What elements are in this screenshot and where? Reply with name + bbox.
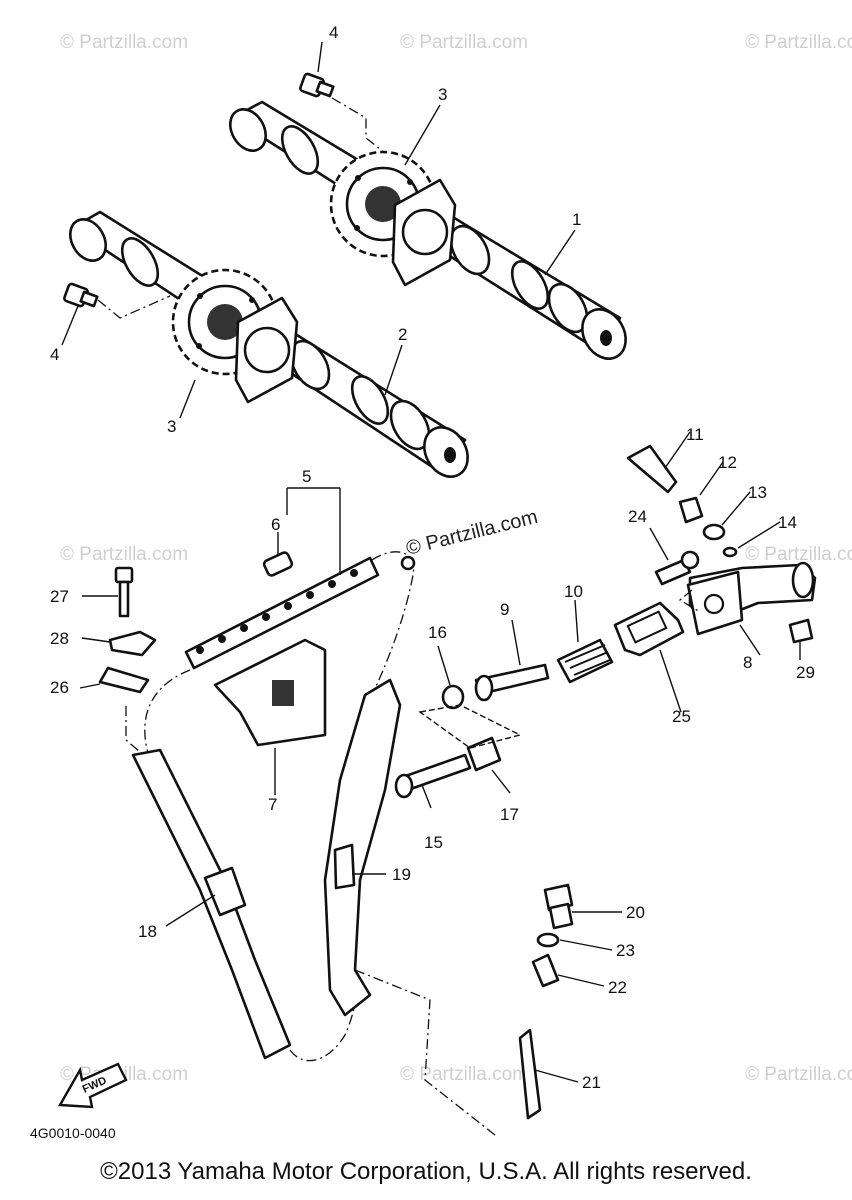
chain-guide-top — [213, 638, 327, 747]
cam-flange-upper — [391, 178, 457, 287]
callout-23: 23 — [616, 941, 635, 960]
cam-chain — [184, 556, 380, 670]
callout-15: 15 — [424, 833, 443, 852]
watermark: © Partzilla.com — [400, 1064, 528, 1085]
chain-master-link — [262, 551, 294, 577]
watermark-main: © Partzilla.com — [404, 506, 540, 560]
callout-4-lower: 4 — [50, 345, 59, 364]
callout-18: 18 — [138, 922, 157, 941]
nut-29 — [788, 618, 814, 644]
callout-4-upper: 4 — [329, 23, 338, 42]
callout-21: 21 — [582, 1073, 601, 1092]
leader-lines — [61, 41, 801, 1083]
nut-16 — [441, 684, 465, 710]
washer-23 — [536, 932, 560, 948]
bolt-11 — [626, 444, 678, 494]
callout-9: 9 — [500, 600, 509, 619]
drawing-code: 4G0010-0040 — [30, 1125, 116, 1141]
small-spring — [466, 736, 502, 772]
callout-14: 14 — [778, 513, 797, 532]
nut-12 — [678, 496, 704, 524]
tensioner-spring — [556, 638, 614, 684]
tensioner-gasket — [613, 601, 685, 657]
callout-1: 1 — [572, 210, 581, 229]
tensioner-rod — [474, 663, 550, 702]
callout-27: 27 — [50, 587, 69, 606]
callout-12: 12 — [718, 453, 737, 472]
chain-guide-right — [323, 678, 402, 1017]
watermark: © Partzilla.com — [400, 32, 528, 53]
callout-28: 28 — [50, 629, 69, 648]
callout-8: 8 — [743, 653, 752, 672]
callout-26: 26 — [50, 678, 69, 697]
watermark: © Partzilla.com — [745, 1064, 852, 1085]
callout-10: 10 — [564, 582, 583, 601]
tensioner-body — [686, 561, 817, 636]
watermark: © Partzilla.com — [745, 32, 852, 53]
fwd-arrow-icon: FWD — [58, 1062, 128, 1109]
callout-16: 16 — [428, 623, 447, 642]
chain-guide-left — [131, 748, 292, 1060]
plate-28 — [108, 630, 157, 657]
callout-5: 5 — [302, 467, 311, 486]
oring-14 — [722, 546, 738, 558]
callout-24: 24 — [628, 507, 647, 526]
pin-21 — [518, 1028, 542, 1120]
callout-22: 22 — [608, 978, 627, 997]
copyright-notice: ©2013 Yamaha Motor Corporation, U.S.A. A… — [100, 1158, 752, 1185]
watermark: © Partzilla.com — [60, 544, 188, 565]
stopper-bolt — [394, 753, 472, 799]
cam-flange-lower — [234, 296, 299, 404]
watermark-group: © Partzilla.com © Partzilla.com © Partzi… — [60, 32, 852, 1085]
bolt-lower — [63, 282, 99, 308]
callout-6: 6 — [271, 515, 280, 534]
bolt-24 — [654, 550, 700, 586]
callout-3-lower: 3 — [167, 417, 176, 436]
callout-20: 20 — [626, 903, 645, 922]
callout-2: 2 — [398, 325, 407, 344]
callout-13: 13 — [748, 483, 767, 502]
watermark: © Partzilla.com — [745, 544, 852, 565]
callout-7: 7 — [268, 795, 277, 814]
callout-17: 17 — [500, 805, 519, 824]
callout-labels: 1 2 3 3 4 4 5 6 7 8 9 10 11 12 13 14 15 … — [50, 23, 815, 1092]
spring-22 — [531, 953, 560, 988]
washer-13 — [702, 523, 726, 541]
watermark: © Partzilla.com — [60, 32, 188, 53]
bolt-27 — [114, 566, 134, 618]
callout-3-upper: 3 — [438, 85, 447, 104]
bracket-26 — [98, 666, 150, 694]
bolt-20 — [543, 883, 574, 930]
callout-25: 25 — [672, 707, 691, 726]
bolt-upper — [299, 72, 335, 98]
callout-29: 29 — [796, 663, 815, 682]
callout-19: 19 — [392, 865, 411, 884]
callout-11: 11 — [686, 425, 704, 444]
